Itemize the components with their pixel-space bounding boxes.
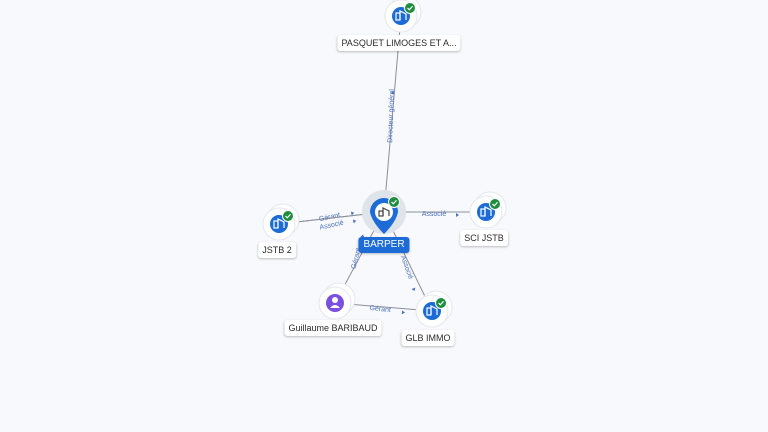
node-label-pasquet[interactable]: PASQUET LIMOGES ET A... xyxy=(337,35,461,51)
edge-arrow xyxy=(352,219,357,224)
node-guillaume[interactable] xyxy=(318,282,356,320)
edge-arrow xyxy=(411,287,416,292)
node-label-guillaume[interactable]: Guillaume BARIBAUD xyxy=(284,320,382,336)
edge-arrow xyxy=(456,213,459,217)
check-circle-icon xyxy=(282,210,294,222)
check-circle-icon xyxy=(435,297,447,309)
edge-label: Gérant xyxy=(369,305,391,314)
person-icon xyxy=(330,297,340,308)
building-icon xyxy=(273,218,285,229)
edge-label: Directeur général xyxy=(387,89,396,143)
edge-label: Associé xyxy=(399,255,414,281)
edge-label: Associé xyxy=(319,220,345,232)
building-icon xyxy=(395,10,407,21)
check-circle-icon xyxy=(404,2,416,14)
edge-label: Gérant xyxy=(351,247,363,270)
node-barper[interactable] xyxy=(362,190,406,234)
node-scijstb[interactable] xyxy=(469,191,507,229)
edge-label: Gérant xyxy=(318,212,340,223)
check-circle-icon xyxy=(489,198,501,210)
edge-arrow xyxy=(390,90,395,95)
node-label-barper[interactable]: BARPER xyxy=(358,237,410,253)
building-icon xyxy=(426,305,438,316)
node-jstb2[interactable] xyxy=(262,203,300,241)
building-icon xyxy=(378,207,390,217)
check-circle-icon xyxy=(388,196,400,208)
node-label-jstb2[interactable]: JSTB 2 xyxy=(258,242,296,258)
building-icon xyxy=(480,206,492,217)
edge-arrow xyxy=(401,310,405,315)
node-glbimmo[interactable] xyxy=(415,290,453,328)
edge-label: Associé xyxy=(422,211,447,218)
edge-arrow xyxy=(350,211,355,216)
node-label-scijstb[interactable]: SCI JSTB xyxy=(460,230,508,246)
node-label-glbimmo[interactable]: GLB IMMO xyxy=(401,330,455,346)
node-pasquet[interactable] xyxy=(384,0,422,33)
